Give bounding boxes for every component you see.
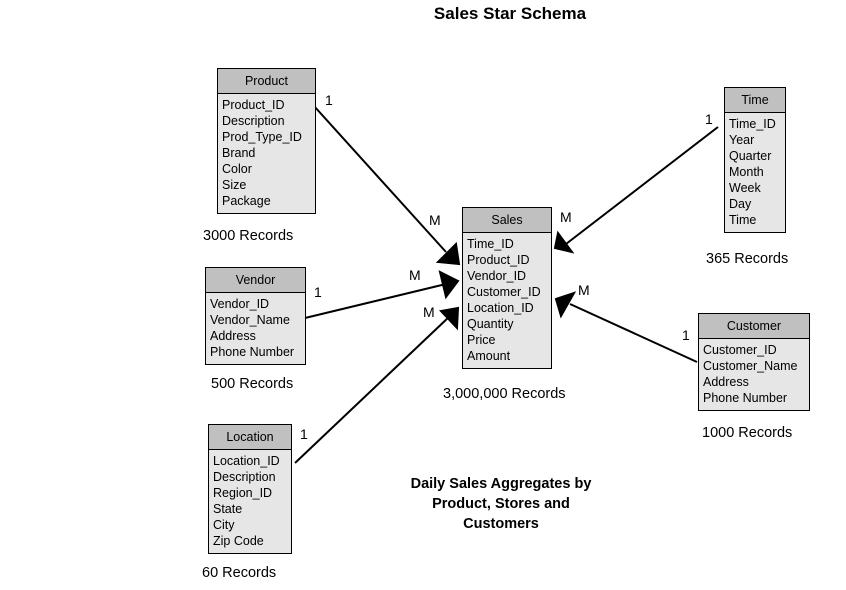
- location-entity[interactable]: Location Location_ID Description Region_…: [208, 424, 292, 554]
- entity-field: Region_ID: [213, 486, 273, 500]
- time-field-list: Time_ID Year Quarter Month Week Day Time: [725, 113, 785, 232]
- time-record-count: 365 Records: [706, 251, 789, 267]
- sales-field-list: Time_ID Product_ID Vendor_ID Customer_ID…: [463, 233, 551, 368]
- entity-field: Customer_ID: [467, 285, 541, 299]
- time-many-label: M: [560, 209, 572, 225]
- time-sales-link: [565, 126, 719, 245]
- sales-record-count: 3,000,000 Records: [443, 386, 566, 402]
- location-one-label: 1: [300, 426, 308, 442]
- entity-field: Location_ID: [467, 301, 534, 315]
- entity-field: Week: [729, 181, 761, 195]
- entity-field: Day: [729, 197, 752, 211]
- diagram-title: Sales Star Schema: [433, 4, 587, 23]
- product-one-label: 1: [325, 92, 333, 108]
- entity-field: Color: [222, 162, 252, 176]
- entity-field: Amount: [467, 349, 511, 363]
- entity-field: Customer_ID: [703, 343, 777, 357]
- location-field-list: Location_ID Description Region_ID State …: [209, 450, 291, 553]
- sales-entity-name: Sales: [463, 208, 551, 233]
- customer-sales-arrowhead: [554, 291, 577, 319]
- entity-field: Vendor_Name: [210, 313, 290, 327]
- entity-field: City: [213, 518, 235, 532]
- vendor-entity-name: Vendor: [206, 268, 305, 293]
- entity-field: Time_ID: [729, 117, 776, 131]
- entity-field: Month: [729, 165, 764, 179]
- customer-entity[interactable]: Customer Customer_ID Customer_Name Addre…: [698, 313, 810, 411]
- customer-record-count: 1000 Records: [702, 425, 793, 441]
- entity-field: Package: [222, 194, 271, 208]
- location-record-count: 60 Records: [202, 565, 277, 581]
- entity-field: Description: [213, 470, 276, 484]
- location-many-label: M: [423, 304, 435, 320]
- product-sales-link: [313, 105, 447, 253]
- sales-fact-entity[interactable]: Sales Time_ID Product_ID Vendor_ID Custo…: [462, 207, 552, 369]
- time-entity[interactable]: Time Time_ID Year Quarter Month Week Day…: [724, 87, 786, 233]
- customer-sales-link: [569, 303, 698, 363]
- entity-field: Vendor_ID: [467, 269, 527, 283]
- entity-field: Customer_Name: [703, 359, 798, 373]
- entity-field: Price: [467, 333, 496, 347]
- entity-field: Product_ID: [467, 253, 530, 267]
- entity-field: Size: [222, 178, 247, 192]
- product-field-list: Product_ID Description Prod_Type_ID Bran…: [218, 94, 315, 213]
- customer-field-list: Customer_ID Customer_Name Address Phone …: [699, 339, 809, 410]
- entity-field: Phone Number: [703, 391, 788, 405]
- entity-field: Brand: [222, 146, 256, 160]
- customer-one-label: 1: [682, 327, 690, 343]
- entity-field: Time_ID: [467, 237, 514, 251]
- vendor-entity[interactable]: Vendor Vendor_ID Vendor_Name Address Pho…: [205, 267, 306, 365]
- entity-field: Prod_Type_ID: [222, 130, 302, 144]
- location-sales-arrowhead: [439, 306, 460, 331]
- location-sales-link: [294, 315, 451, 464]
- vendor-field-list: Vendor_ID Vendor_Name Address Phone Numb…: [206, 293, 305, 364]
- product-record-count: 3000 Records: [203, 228, 294, 244]
- vendor-many-label: M: [409, 267, 421, 283]
- product-sales-arrowhead: [435, 241, 461, 266]
- time-entity-name: Time: [725, 88, 785, 113]
- product-entity[interactable]: Product Product_ID Description Prod_Type…: [217, 68, 316, 214]
- vendor-sales-arrowhead: [438, 270, 460, 300]
- product-entity-name: Product: [218, 69, 315, 94]
- time-one-label: 1: [705, 111, 713, 127]
- entity-field: Phone Number: [210, 345, 295, 359]
- entity-field: Quantity: [467, 317, 514, 331]
- entity-field: Address: [210, 329, 256, 343]
- entity-field: Description: [222, 114, 285, 128]
- vendor-one-label: 1: [314, 284, 322, 300]
- customer-many-label: M: [578, 282, 590, 298]
- customer-entity-name: Customer: [699, 314, 809, 339]
- entity-field: Vendor_ID: [210, 297, 270, 311]
- product-many-label: M: [429, 212, 441, 228]
- entity-field: Quarter: [729, 149, 772, 163]
- entity-field: Product_ID: [222, 98, 285, 112]
- entity-field: Time: [729, 213, 757, 227]
- vendor-sales-link: [304, 283, 447, 319]
- entity-field: Location_ID: [213, 454, 280, 468]
- entity-field: Address: [703, 375, 749, 389]
- vendor-record-count: 500 Records: [211, 376, 294, 392]
- aggregate-note: Daily Sales Aggregates by Product, Store…: [410, 476, 592, 532]
- time-sales-arrowhead: [553, 230, 575, 254]
- entity-field: State: [213, 502, 243, 516]
- entity-field: Year: [729, 133, 755, 147]
- entity-field: Zip Code: [213, 534, 264, 548]
- location-entity-name: Location: [209, 425, 291, 450]
